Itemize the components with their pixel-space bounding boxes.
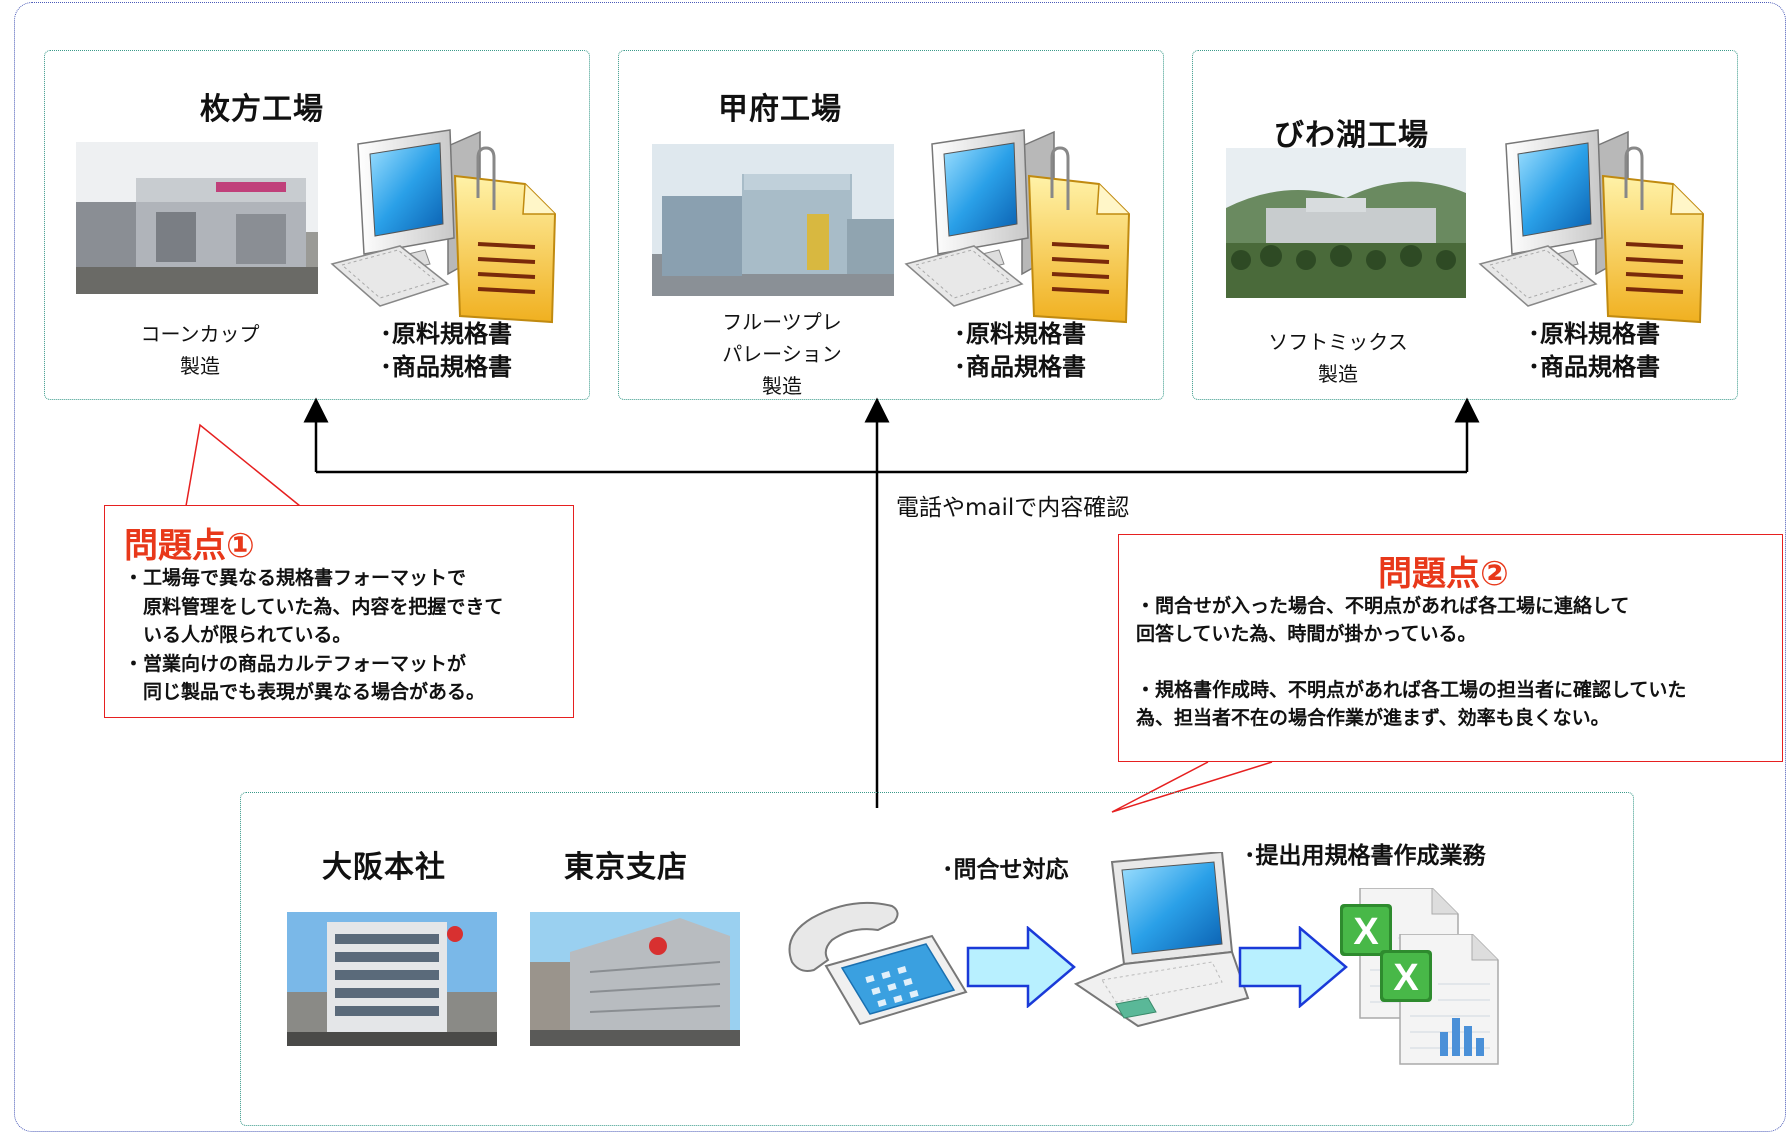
problem1-title: 問題点① — [124, 526, 255, 566]
hq-osaka-title: 大阪本社 — [322, 850, 446, 885]
product-line: ソフトミックス — [1268, 330, 1408, 354]
problem2-line: 回答していた為、時間が掛かっている。 — [1136, 623, 1477, 645]
problem2-line: ・規格書作成時、不明点があれば各工場の担当者に確認していた — [1136, 679, 1687, 701]
factory-title: 甲府工場 — [718, 92, 842, 127]
spec-item: ･原料規格書 — [1528, 320, 1660, 348]
problem1-line: いる人が限られている。 — [124, 624, 352, 646]
factory-photo-hirakata — [76, 142, 318, 294]
problem1-text: ・工場毎で異なる規格書フォーマットで 原料管理をしていた為、内容を把握できて い… — [124, 564, 503, 707]
spec-item: ･商品規格書 — [380, 353, 512, 381]
problem2-title: 問題点② — [1378, 554, 1509, 594]
spec-item: ･原料規格書 — [954, 320, 1086, 348]
factory-specs-biwako: ･原料規格書 ･商品規格書 — [1528, 318, 1660, 384]
hq-box — [240, 792, 1634, 1126]
spec-item: ･商品規格書 — [954, 353, 1086, 381]
factory-product-biwako: ソフトミックス 製造 — [1238, 326, 1438, 390]
factory-product-kofu: フルーツプレ パレーション 製造 — [682, 306, 882, 402]
problem2-line: 為、担当者不在の場合作業が進まず、効率も良くない。 — [1136, 707, 1610, 729]
outer-frame — [14, 2, 1786, 1132]
product-line: フルーツプレ — [722, 310, 842, 334]
spec-item: ･原料規格書 — [380, 320, 512, 348]
tokyo-office-photo — [530, 912, 740, 1046]
factory-title: びわ湖工場 — [1274, 118, 1429, 153]
problem2-line — [1136, 648, 1686, 676]
product-line: 製造 — [1318, 362, 1358, 386]
laptop-icon — [1073, 852, 1250, 1028]
inquiry-label: ･問合せ対応 — [942, 857, 1069, 883]
problem1-line: ・工場毎で異なる規格書フォーマットで — [124, 567, 467, 589]
problem1-line: 原料管理をしていた為、内容を把握できて — [124, 595, 504, 618]
spec-item: ･商品規格書 — [1528, 353, 1660, 381]
factory-title: 枚方工場 — [200, 92, 324, 127]
factory-photo-kofu — [652, 144, 894, 296]
hq-tokyo-title: 東京支店 — [564, 850, 688, 885]
spec-creation-label: ･提出用規格書作成業務 — [1244, 843, 1486, 869]
factory-specs-hirakata: ･原料規格書 ･商品規格書 — [380, 318, 512, 384]
excel-icon — [1380, 934, 1499, 1065]
factory-product-hirakata: コーンカップ 製造 — [100, 318, 300, 382]
problem1-line: 同じ製品でも表現が異なる場合がある。 — [124, 681, 486, 703]
flow-arrow — [966, 926, 1076, 1008]
problem1-callout — [104, 505, 574, 718]
factory-box-kofu — [618, 50, 1164, 400]
problem2-callout — [1118, 534, 1783, 762]
problem2-line: ・問合せが入った場合、不明点があれば各工場に連絡して — [1136, 595, 1630, 617]
product-line: 製造 — [180, 354, 220, 378]
connector-label: 電話やmailで内容確認 — [896, 495, 1130, 521]
telephone-icon — [788, 901, 968, 1026]
flow-arrow — [1238, 926, 1348, 1008]
problem2-text: ・問合せが入った場合、不明点があれば各工場に連絡して 回答していた為、時間が掛か… — [1136, 592, 1686, 732]
factory-photo-biwako — [1226, 148, 1466, 298]
product-line: パレーション — [722, 342, 842, 366]
osaka-office-photo — [287, 912, 497, 1046]
product-line: コーンカップ — [140, 322, 260, 346]
product-line: 製造 — [762, 374, 802, 398]
problem1-line: ・営業向けの商品カルテフォーマットが — [124, 652, 467, 675]
factory-specs-kofu: ･原料規格書 ･商品規格書 — [954, 318, 1086, 384]
